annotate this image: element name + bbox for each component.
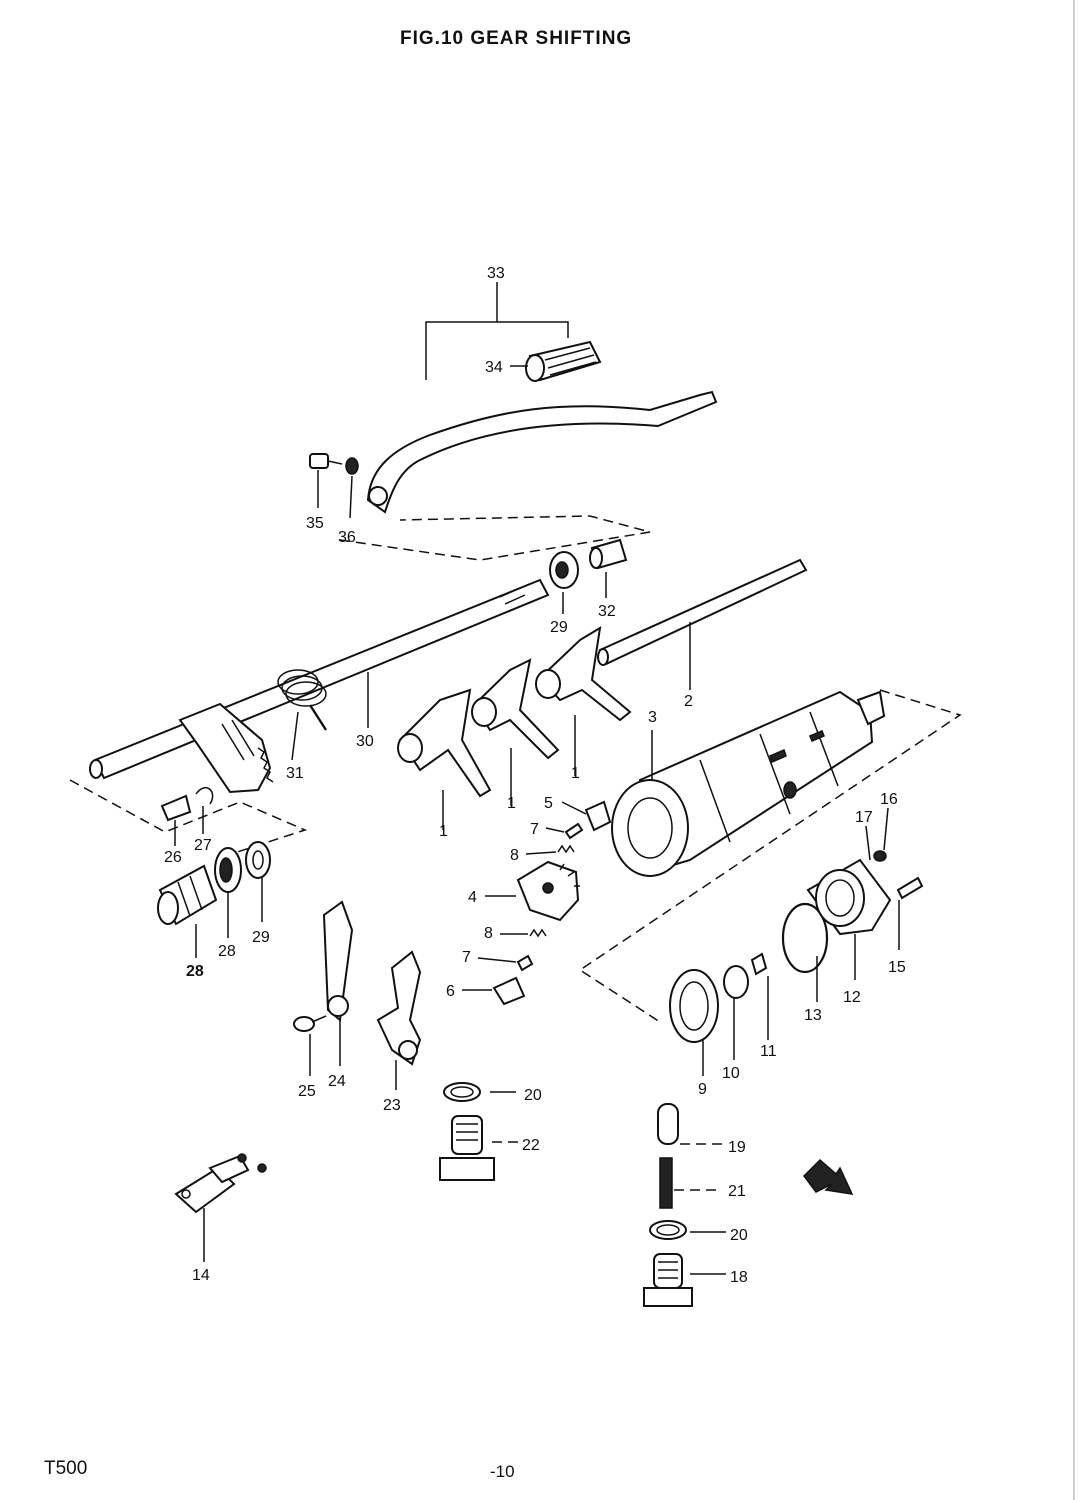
callout-17: 17 (855, 809, 873, 826)
shift-fork-shaft (597, 558, 808, 666)
shift-lever-assembly (309, 282, 718, 519)
return-spring (277, 669, 328, 731)
callout-30: 30 (356, 733, 374, 750)
neutral-switch (174, 1153, 267, 1214)
callout-14: 14 (192, 1267, 210, 1284)
callout-29: 29 (252, 929, 270, 946)
callout-16: 16 (880, 791, 898, 808)
callout-19: 19 (728, 1139, 746, 1156)
callout-18: 18 (730, 1269, 748, 1286)
callout-34: 34 (485, 359, 503, 376)
front-direction-arrow-icon (803, 1158, 854, 1195)
roller-pin (657, 1103, 679, 1145)
pawl-lifter (322, 900, 354, 1022)
shaft-bushing (589, 538, 628, 570)
callout-15: 15 (888, 959, 906, 976)
callout-20: 20 (524, 1087, 542, 1104)
callout-23: 23 (383, 1097, 401, 1114)
cam-pin-plate (723, 965, 749, 999)
cam-cover (806, 858, 892, 936)
callout-6: 6 (446, 983, 455, 1000)
page-number: -10 (490, 1462, 515, 1481)
callout-26: 26 (164, 849, 182, 866)
callout-1: 1 (571, 765, 580, 782)
neutral-contact-screw (873, 850, 887, 862)
stopper-pin-lower (516, 954, 534, 972)
cam-pin (584, 800, 612, 832)
callout-3: 3 (648, 709, 657, 726)
callout-7: 7 (462, 949, 471, 966)
shift-shaft-cap (157, 864, 218, 926)
callout-36: 36 (338, 529, 356, 546)
callout-11: 11 (760, 1043, 777, 1060)
shaft-seal-top (549, 551, 579, 589)
callout-28: 28 (186, 963, 204, 980)
plug-bolt (643, 1253, 693, 1307)
callout-1: 1 (507, 795, 516, 812)
gasket-washer (443, 1082, 481, 1102)
callout-13: 13 (804, 1007, 822, 1024)
shift-fork (397, 688, 492, 798)
callout-32: 32 (598, 603, 616, 620)
plate-screw (750, 952, 768, 976)
drain-plug (439, 1115, 495, 1181)
callout-27: 27 (194, 837, 212, 854)
guide-lines (69, 515, 962, 1023)
callout-28: 28 (218, 943, 236, 960)
washer-left (245, 841, 271, 879)
callout-8: 8 (484, 925, 493, 942)
callout-12: 12 (843, 989, 861, 1006)
shaft-end-pin (160, 794, 192, 822)
figure-title: FIG.10 GEAR SHIFTING (400, 28, 633, 49)
cam-oil-seal (669, 969, 719, 1043)
o-ring (781, 902, 829, 974)
shift-pedal-rubber (525, 340, 602, 382)
circlip (195, 787, 214, 805)
oil-seal-left (214, 847, 242, 893)
gasket-washer-lower (649, 1220, 687, 1240)
cam-spring (557, 844, 575, 854)
callout-33: 33 (487, 265, 505, 282)
callout-35: 35 (306, 515, 324, 532)
gear-shift-cam (611, 690, 886, 877)
callout-labels: 33 34 35 36 29 32 2 3 30 31 1 1 1 5 7 8 … (164, 265, 906, 1286)
callout-9: 9 (698, 1081, 707, 1098)
cam-guide (376, 950, 422, 1066)
callout-22: 22 (522, 1137, 540, 1154)
cam-stopper (492, 976, 526, 1006)
shift-fork (471, 658, 560, 760)
spring-rod (659, 1157, 673, 1209)
callout-10: 10 (722, 1065, 740, 1082)
callout-31: 31 (286, 765, 304, 782)
callout-2: 2 (684, 693, 693, 710)
shift-fork (535, 626, 632, 722)
gear-shift-shaft (89, 578, 550, 794)
callout-29: 29 (550, 619, 568, 636)
cam-driven-gear (516, 860, 580, 922)
callout-8: 8 (510, 847, 519, 864)
pawl-screw (293, 1015, 327, 1032)
cam-spring-lower (529, 928, 547, 938)
callout-7: 7 (530, 821, 539, 838)
callout-1: 1 (439, 823, 448, 840)
callout-24: 24 (328, 1073, 346, 1090)
model-code: T500 (44, 1458, 88, 1479)
callout-25: 25 (298, 1083, 316, 1100)
callout-4: 4 (468, 889, 477, 906)
cover-screw (896, 876, 924, 900)
lever-bolt (309, 453, 359, 475)
callout-5: 5 (544, 795, 553, 812)
callout-21: 21 (728, 1183, 746, 1200)
stopper-pin (564, 822, 584, 840)
callout-20: 20 (730, 1227, 748, 1244)
